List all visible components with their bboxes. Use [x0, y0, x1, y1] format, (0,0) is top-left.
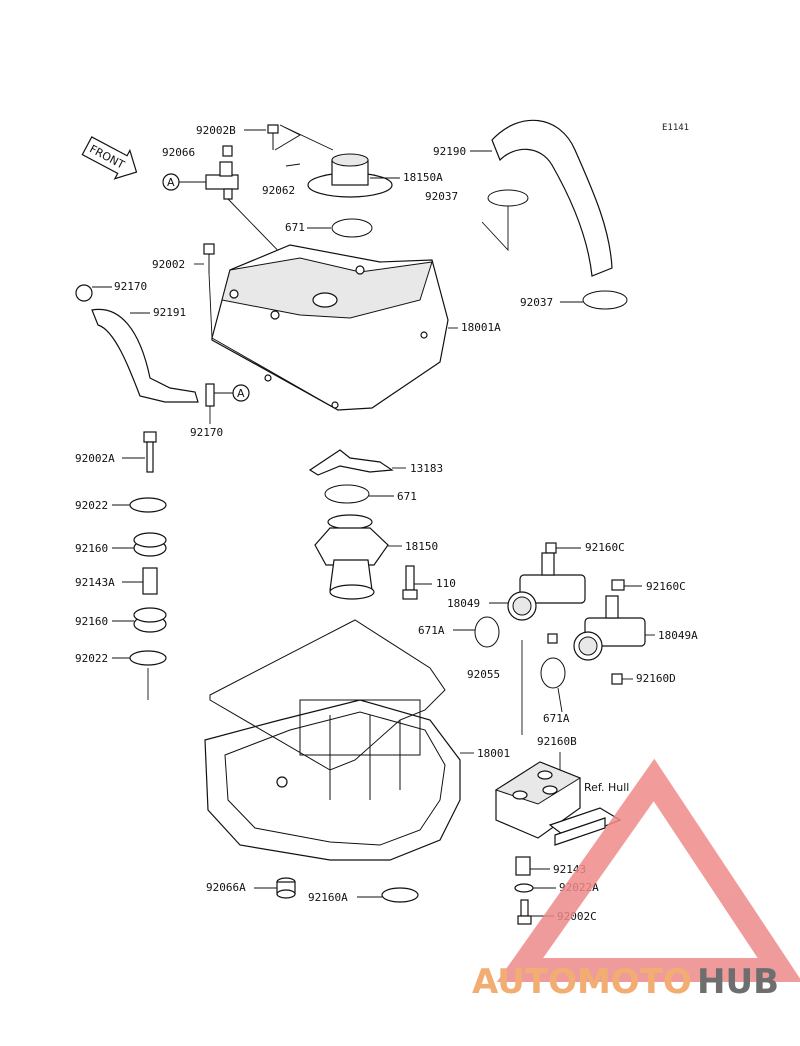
watermark-text-2: HUB	[697, 962, 779, 1002]
bolt-92002[interactable]	[203, 243, 215, 273]
clamp-92170-top[interactable]	[75, 284, 93, 302]
hose-92190[interactable]	[491, 119, 613, 277]
label-92191: 92191	[153, 306, 186, 319]
label-92002A: 92002A	[75, 452, 115, 465]
label-92002B: 92002B	[196, 124, 236, 137]
gasket-18001	[209, 619, 446, 771]
label-92037-right: 92037	[520, 296, 553, 309]
ref-hull-note: Ref. Hull	[584, 781, 629, 794]
automotohub-logo: AUTOMOTO HUB	[472, 758, 800, 1002]
washer-92022A[interactable]	[514, 883, 534, 893]
label-92055: 92055	[467, 668, 500, 681]
plug-92066A[interactable]	[276, 877, 296, 899]
label-18150A: 18150A	[403, 171, 443, 184]
label-92143A: 92143A	[75, 576, 115, 589]
ref-marker-a-bottom-text: A	[237, 387, 245, 400]
oil-pan-18001[interactable]	[204, 699, 461, 861]
label-18049A: 18049A	[658, 629, 698, 642]
label-92022-bottom: 92022	[75, 652, 108, 665]
clamp-92037-right[interactable]	[582, 290, 628, 310]
o-ring-671-top[interactable]	[331, 218, 373, 238]
o-ring-671A-left[interactable]	[474, 616, 500, 648]
collar-92143A[interactable]	[142, 567, 158, 595]
valve-18049A[interactable]	[573, 595, 646, 661]
label-92022-top: 92022	[75, 499, 108, 512]
pipe-18150[interactable]	[314, 514, 389, 600]
label-92062: 92062	[262, 184, 295, 197]
o-ring-671-mid[interactable]	[324, 484, 370, 504]
cap-92160D[interactable]	[611, 673, 623, 685]
label-92066: 92066	[162, 146, 195, 159]
label-92190: 92190	[433, 145, 466, 158]
washer-92022-top[interactable]	[129, 497, 167, 513]
cap-92160C-top[interactable]	[545, 542, 557, 554]
breather-cover-18150A[interactable]	[307, 153, 393, 198]
grommet-92160-top[interactable]	[133, 532, 167, 557]
label-671-top: 671	[285, 221, 305, 234]
grommet-92160-bottom[interactable]	[133, 607, 167, 633]
diagram-code: E1141	[662, 123, 689, 133]
screen-92055[interactable]	[547, 633, 558, 644]
front-arrow-icon: FRONT	[81, 136, 138, 180]
t-fitting[interactable]	[205, 161, 239, 200]
hull-bracket	[548, 807, 622, 846]
label-92160D: 92160D	[636, 672, 676, 685]
bolt-110[interactable]	[402, 565, 418, 600]
label-92160B: 92160B	[537, 735, 577, 748]
label-92160C-top: 92160C	[585, 541, 625, 554]
label-92170-bottom: 92170	[190, 426, 223, 439]
clamp-92037-top[interactable]	[487, 189, 529, 207]
bracket-13183[interactable]	[308, 449, 394, 476]
label-671-mid: 671	[397, 490, 417, 503]
label-671A-left: 671A	[418, 624, 445, 637]
bolt-92002B[interactable]	[267, 124, 279, 150]
label-18150: 18150	[405, 540, 438, 553]
label-92160A: 92160A	[308, 891, 348, 904]
label-92160C-right: 92160C	[646, 580, 686, 593]
bolt-92002C[interactable]	[517, 899, 532, 925]
label-92170-top: 92170	[114, 280, 147, 293]
hose-92191[interactable]	[91, 308, 199, 403]
label-110: 110	[436, 577, 456, 590]
ref-marker-a-top-text: A	[167, 176, 175, 189]
o-ring-671A-right[interactable]	[540, 657, 566, 689]
watermark-text-1: AUTOMOTO	[472, 962, 692, 1002]
collar-92143[interactable]	[515, 856, 531, 876]
cap-92160C-right[interactable]	[611, 579, 625, 591]
label-92002: 92002	[152, 258, 185, 271]
label-92037-top: 92037	[425, 190, 458, 203]
label-18001: 18001	[477, 747, 510, 760]
stud-92170[interactable]	[205, 383, 215, 407]
label-671A-right: 671A	[543, 712, 570, 725]
label-92066A: 92066A	[206, 881, 246, 894]
valve-cover-18001A[interactable]	[211, 244, 449, 411]
label-92160-bottom: 92160	[75, 615, 108, 628]
label-18049: 18049	[447, 597, 480, 610]
grommet-92160A[interactable]	[381, 887, 419, 903]
label-92160-top: 92160	[75, 542, 108, 555]
cap-92066[interactable]	[222, 145, 233, 157]
label-13183: 13183	[410, 462, 443, 475]
label-18001A: 18001A	[461, 321, 501, 334]
mount-block-92160B[interactable]	[494, 761, 582, 839]
bolt-92002A[interactable]	[143, 431, 157, 473]
valve-18049[interactable]	[507, 552, 586, 621]
washer-92022-bottom[interactable]	[129, 650, 167, 666]
